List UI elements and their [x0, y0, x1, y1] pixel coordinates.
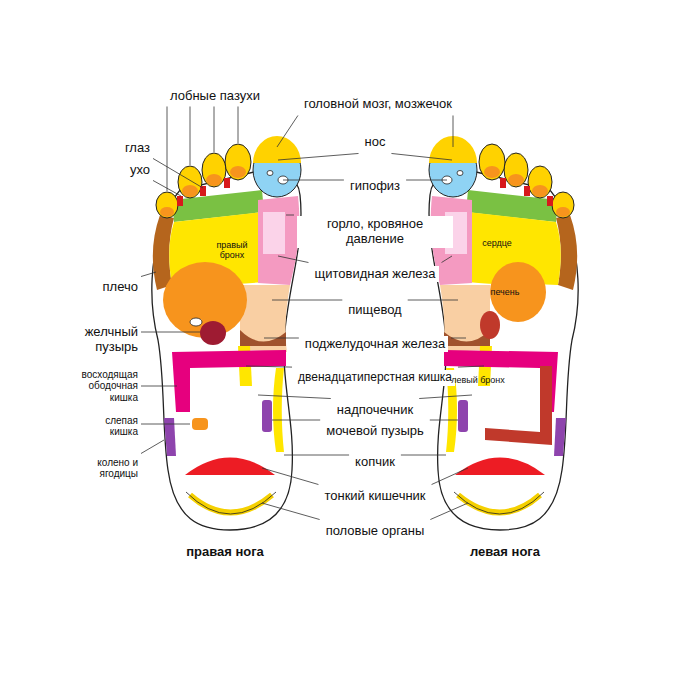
leader-line	[286, 215, 294, 216]
left-foot-organs	[480, 262, 552, 445]
right-foot-organs	[163, 262, 247, 430]
leader-line	[246, 366, 292, 367]
leader-line	[277, 115, 298, 147]
inner-zone-label: сердце	[482, 238, 512, 248]
organ-zone	[480, 311, 500, 339]
zone-label: гипофиз	[347, 178, 403, 195]
leader-line	[430, 503, 468, 520]
organ-zone	[490, 262, 546, 322]
inner-zone-label: правый бронх	[210, 240, 254, 261]
leader-line	[272, 300, 342, 301]
leader-line	[432, 468, 468, 485]
leader-line	[167, 106, 168, 191]
right-foot	[152, 136, 301, 530]
leader-line	[283, 180, 344, 181]
leader-line	[453, 115, 454, 147]
leader-line	[278, 153, 359, 160]
zone-label: плечо	[103, 280, 138, 295]
leader-line	[141, 386, 177, 387]
zone-label: надпочечник	[334, 402, 416, 419]
leader-line	[141, 424, 190, 425]
zone-label: копчик	[352, 454, 398, 471]
leader-line	[272, 420, 320, 421]
leader-line	[430, 420, 458, 421]
inner-zone-label: печень	[491, 287, 520, 297]
leader-line	[406, 180, 447, 181]
leader-line	[264, 338, 299, 339]
zone-label: глаз	[125, 141, 150, 156]
leader-line	[442, 256, 452, 263]
foot-heading: правая нога	[186, 545, 264, 560]
leader-line	[141, 440, 164, 454]
leader-line	[153, 158, 203, 188]
leader-line	[451, 338, 466, 339]
gallbladder-zone	[200, 321, 226, 345]
leader-line	[278, 256, 308, 263]
leader-line	[153, 180, 181, 196]
zone-label: ухо	[130, 163, 150, 178]
leader-line	[401, 455, 446, 456]
gallbladder-spot	[190, 318, 202, 326]
foot-heading: левая нога	[470, 545, 540, 560]
leader-line	[141, 272, 156, 277]
zone-label: половые органы	[323, 523, 428, 540]
leader-line	[190, 106, 191, 165]
leader-line	[262, 503, 320, 520]
zone-label: колено и ягодицы	[68, 457, 138, 480]
zone-label: головной мозг, мозжечок	[301, 96, 455, 113]
cecum-zone	[192, 418, 208, 430]
leader-line	[141, 332, 200, 333]
zone-label: щитовидная железа	[311, 266, 438, 283]
zone-label: поджелудочная железа	[302, 336, 448, 353]
inner-zone-label: левый бронх	[451, 375, 505, 385]
leader-line	[258, 395, 331, 399]
leader-line	[391, 153, 452, 160]
zone-label: тонкий кишечник	[321, 488, 428, 505]
left-foot	[429, 136, 578, 530]
zone-label: нос	[362, 134, 389, 151]
leader-line	[284, 455, 349, 456]
zone-label: слепая кишка	[88, 415, 138, 438]
leader-line	[408, 300, 458, 301]
leader-line	[458, 366, 484, 367]
zone-label: желчный пузырь	[76, 325, 138, 355]
zone-label: пищевод	[345, 302, 404, 319]
zone-label: горло, кровяное давление	[297, 216, 453, 248]
leader-line	[214, 106, 215, 152]
zone-label: двенадцатиперстная кишка	[295, 370, 455, 386]
leader-line	[238, 106, 239, 143]
zone-label: мочевой пузырь	[323, 423, 427, 440]
zone-label: лобные пазухи	[170, 89, 260, 104]
leader-line	[419, 395, 472, 399]
zone-label: восходящая ободочная кишка	[68, 369, 138, 404]
leader-line	[262, 468, 318, 485]
